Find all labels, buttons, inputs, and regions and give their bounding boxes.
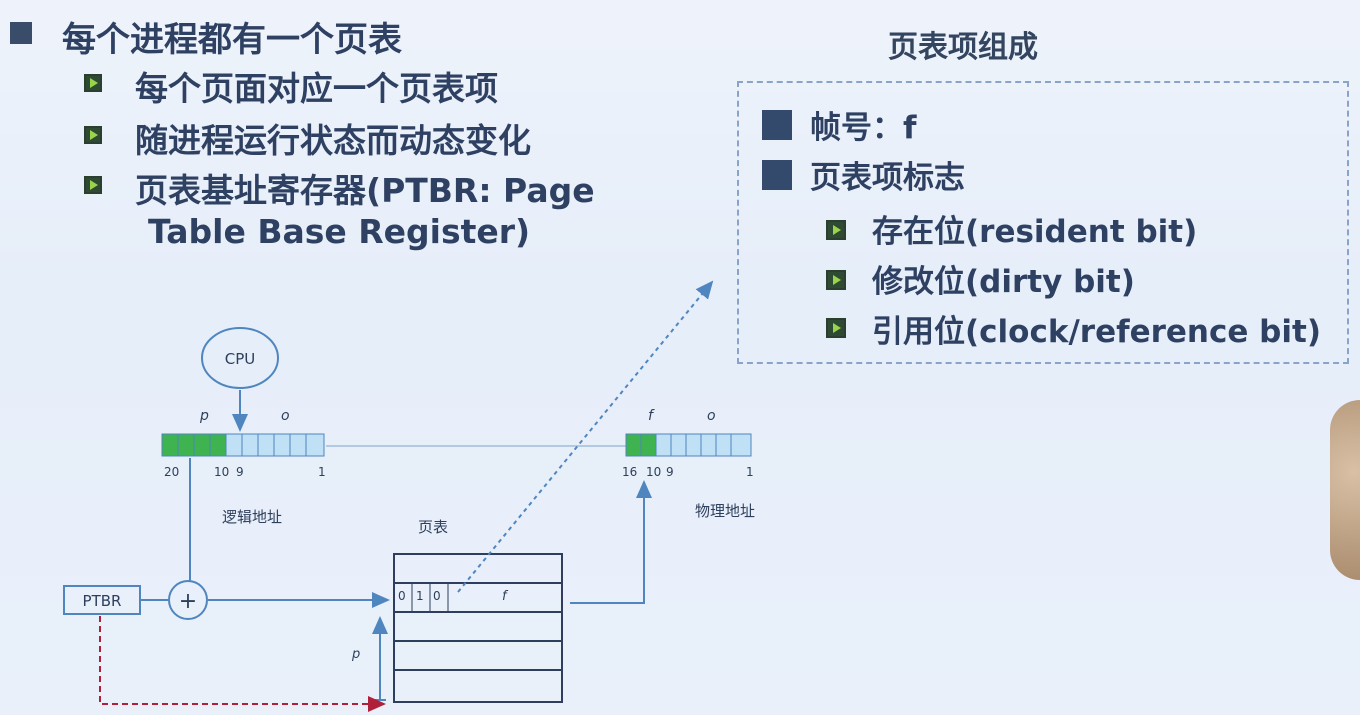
panel-title: 页表项组成 <box>888 30 1038 65</box>
frame-bullet <box>762 110 792 140</box>
cpu-node <box>201 327 279 389</box>
flag-reference: 引用位(clock/reference bit) <box>872 314 1321 350</box>
logical-p-label: p <box>199 408 209 424</box>
logical-tick-10: 10 <box>214 465 229 479</box>
frame-number-label: 帧号：f <box>810 110 917 146</box>
cpu-label: CPU <box>225 350 256 368</box>
logical-address-label: 逻辑地址 <box>222 508 282 526</box>
entry-panel <box>737 81 1349 364</box>
row-bit-2: 0 <box>433 589 441 603</box>
page-table <box>393 553 563 703</box>
presenter-hand <box>1330 400 1360 580</box>
item-bullet-3 <box>84 176 102 194</box>
flag-dirty: 修改位(dirty bit) <box>872 264 1135 300</box>
logical-tick-1: 1 <box>318 465 326 479</box>
physical-tick-9: 9 <box>666 465 674 479</box>
physical-tick-10: 10 <box>646 465 661 479</box>
p-offset-label: p <box>351 647 360 662</box>
physical-address-label: 物理地址 <box>695 502 755 520</box>
flag-bullet-1 <box>826 220 846 240</box>
logical-tick-9: 9 <box>236 465 244 479</box>
adder-node <box>168 580 208 620</box>
physical-tick-16: 16 <box>622 465 637 479</box>
flags-label: 页表项标志 <box>810 160 965 196</box>
physical-f-label: f <box>648 408 655 424</box>
ptbr-label: PTBR <box>83 592 122 610</box>
ptbr-base-pointer <box>99 616 386 712</box>
physical-o-label: o <box>707 408 716 424</box>
item-bullet-2 <box>84 126 102 144</box>
adder-plus: + <box>179 589 197 614</box>
flag-bullet-3 <box>826 318 846 338</box>
flag-resident: 存在位(resident bit) <box>872 214 1198 250</box>
row-bit-0: 0 <box>398 589 406 603</box>
left-item-2: 随进程运行状态而动态变化 <box>135 121 531 160</box>
flag-bullet-2 <box>826 270 846 290</box>
frame-output-arrow <box>570 480 652 604</box>
logical-o-label: o <box>281 408 290 424</box>
physical-tick-1: 1 <box>746 465 754 479</box>
row-bit-1: 1 <box>416 589 424 603</box>
title-bullet <box>10 22 32 44</box>
left-item-3: 页表基址寄存器(PTBR: Page <box>135 171 595 210</box>
physical-address-register <box>625 433 752 457</box>
left-item-3-cont: Table Base Register) <box>148 212 531 251</box>
logical-tick-20: 20 <box>164 465 179 479</box>
entry-to-panel-arrow <box>457 280 714 593</box>
item-bullet-1 <box>84 74 102 92</box>
row-frame-f: f <box>502 589 509 604</box>
left-title: 每个进程都有一个页表 <box>62 20 402 60</box>
left-item-1: 每个页面对应一个页表项 <box>135 69 498 108</box>
logical-address-register <box>161 433 325 457</box>
page-table-label: 页表 <box>418 518 448 536</box>
flags-bullet <box>762 160 792 190</box>
